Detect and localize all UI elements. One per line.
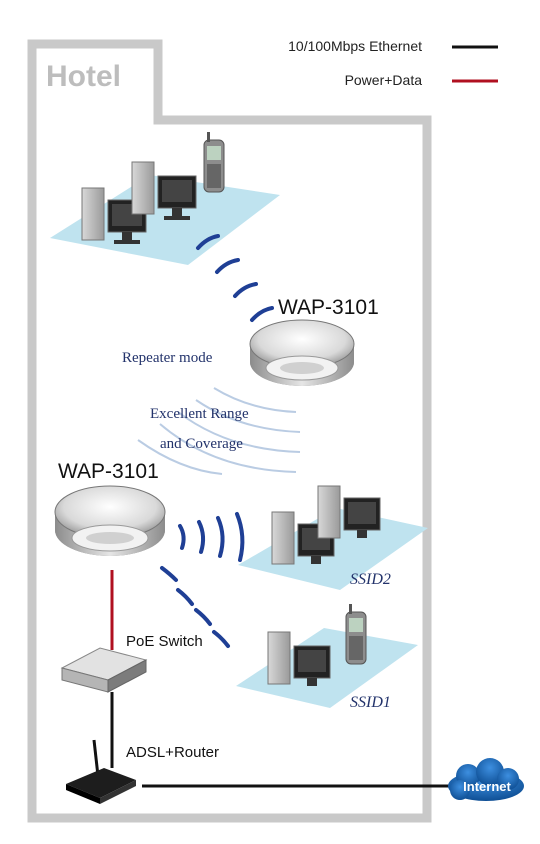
desktop-computer-icon [267,631,331,686]
router-label: ADSL+Router [126,744,219,761]
cloud-icon [448,758,524,801]
mobile-phone-icon [203,132,225,193]
top-ap-model: WAP-3101 [278,296,379,319]
range-caption-line2: and Coverage [160,436,243,452]
legend-ethernet-label: 10/100Mbps Ethernet [288,38,422,54]
wifi-link-top [196,234,274,322]
wifi-link-ssid2 [178,512,245,562]
internet-label: Internet [463,779,511,794]
mobile-phone-icon [345,604,367,665]
access-point-icon [54,485,166,556]
router-icon [66,739,136,804]
top-client-group [50,132,280,265]
switch-icon [60,647,148,693]
access-point-icon [249,319,355,386]
top-ap-mode: Repeater mode [122,350,213,366]
main-ap-model: WAP-3101 [58,460,159,483]
coverage-ripples [137,387,301,475]
desktop-computer-icon [81,187,147,244]
wifi-link-ssid1 [160,566,230,648]
desktop-computer-icon [317,485,381,539]
ssid1-label: SSID1 [350,694,391,711]
poe-switch-label: PoE Switch [126,633,203,650]
building-outline [27,39,432,823]
desktop-computer-icon [271,511,335,565]
ssid2-client-group [238,485,428,590]
building-label: Hotel [46,60,121,93]
ssid1-client-group [236,604,418,708]
desktop-computer-icon [131,161,197,220]
legend-power-label: Power+Data [345,72,423,88]
range-caption-line1: Excellent Range [150,406,249,422]
ssid2-label: SSID2 [350,571,391,588]
